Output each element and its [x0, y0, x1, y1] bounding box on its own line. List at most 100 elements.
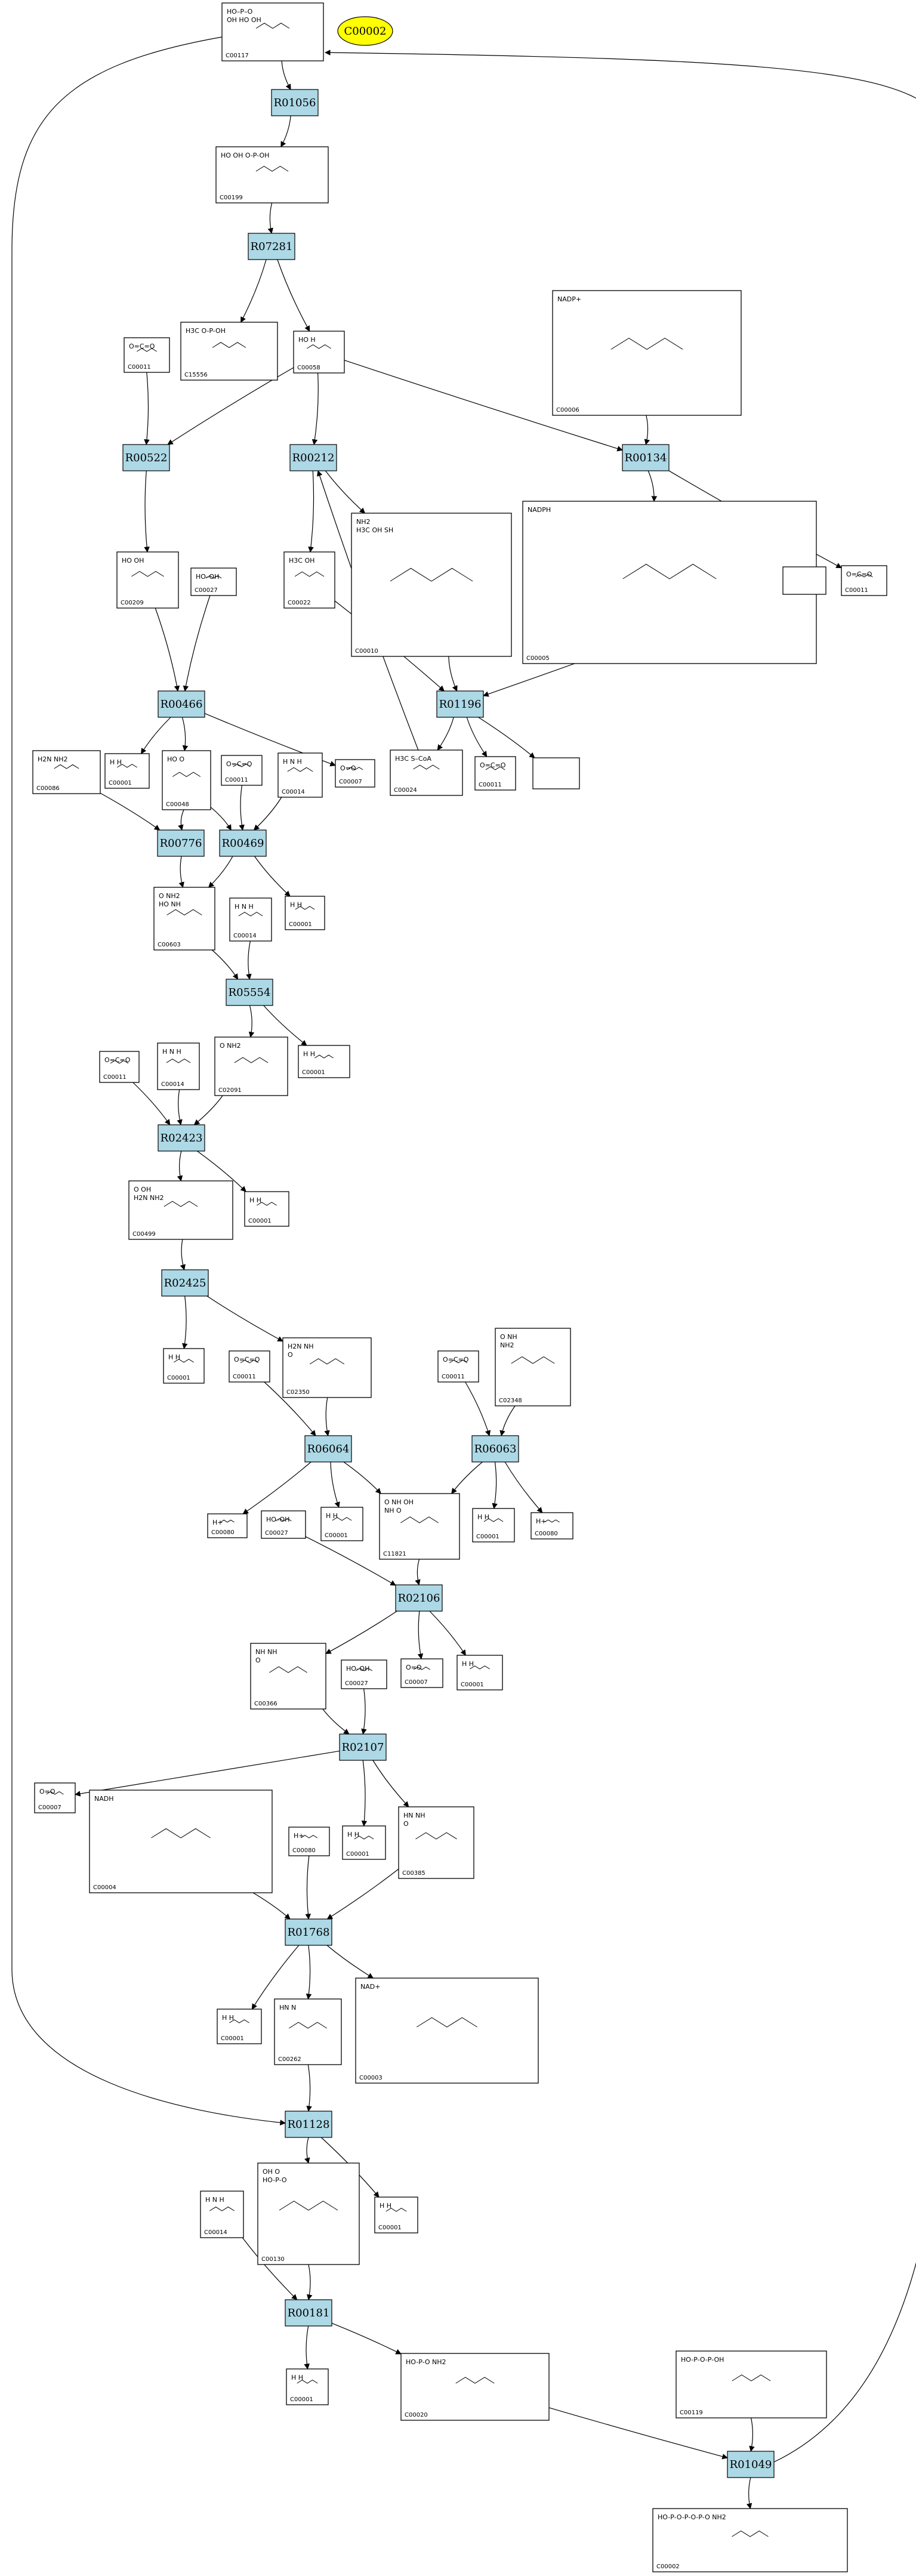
compound-box[interactable]: [221, 2, 324, 61]
reaction-box[interactable]: [304, 1435, 352, 1463]
compound-c00006_a[interactable]: NADP+C00006: [552, 290, 742, 416]
compound-box[interactable]: [342, 1825, 386, 1860]
reaction-R00466[interactable]: R00466: [158, 690, 205, 718]
reaction-R02107[interactable]: R02107: [339, 1733, 387, 1761]
compound-box[interactable]: [652, 2508, 848, 2572]
compound-box[interactable]: [200, 2191, 244, 2238]
compound-box[interactable]: [261, 1510, 306, 1539]
compound-box[interactable]: [532, 757, 580, 789]
reaction-R01128[interactable]: R01128: [285, 2111, 332, 2138]
compound-box[interactable]: [250, 1643, 326, 1710]
reaction-R01196[interactable]: R01196: [436, 690, 484, 718]
compound-box[interactable]: [457, 1655, 503, 1690]
reaction-box[interactable]: [122, 444, 170, 471]
compound-box[interactable]: [229, 1350, 270, 1383]
reaction-box[interactable]: [471, 1435, 519, 1463]
compound-box[interactable]: [379, 1493, 460, 1560]
reaction-R00134[interactable]: R00134: [622, 444, 670, 471]
compound-box[interactable]: [116, 551, 179, 609]
reaction-R00469[interactable]: R00469: [219, 829, 267, 857]
compound-box[interactable]: [32, 750, 101, 794]
compound-box[interactable]: [128, 1180, 233, 1240]
compound-c00080_b[interactable]: H+C00080: [531, 1512, 573, 1540]
compound-box[interactable]: [153, 887, 215, 951]
compound-box[interactable]: [320, 1507, 363, 1541]
reaction-box[interactable]: [436, 690, 484, 718]
compound-box[interactable]: [162, 750, 211, 810]
compound-box[interactable]: [89, 1790, 273, 1893]
compound-box[interactable]: [341, 1659, 387, 1689]
compound-box[interactable]: [157, 1042, 200, 1090]
reaction-box[interactable]: [158, 690, 205, 718]
compound-box[interactable]: [400, 2353, 550, 2421]
compound-box[interactable]: [351, 513, 512, 657]
compound-box[interactable]: [531, 1512, 573, 1540]
compound-box[interactable]: [190, 567, 237, 596]
reaction-box[interactable]: [289, 444, 337, 471]
reaction-R05554[interactable]: R05554: [226, 979, 273, 1006]
compound-box[interactable]: [286, 2368, 329, 2405]
reaction-box[interactable]: [622, 444, 670, 471]
compound-box[interactable]: [472, 1508, 515, 1542]
compound-box[interactable]: [288, 1827, 330, 1856]
compound-c00080_c[interactable]: H+C00080: [288, 1827, 330, 1856]
reaction-R01768[interactable]: R01768: [285, 1918, 332, 1946]
reaction-box[interactable]: [285, 2111, 332, 2138]
compound-box[interactable]: [244, 1191, 289, 1227]
compound-box[interactable]: [282, 1337, 372, 1398]
reaction-R06064[interactable]: R06064: [304, 1435, 352, 1463]
compound-box[interactable]: [214, 1036, 288, 1096]
reaction-R00212[interactable]: R00212: [289, 444, 337, 471]
compound-box[interactable]: [298, 1045, 350, 1078]
reaction-R00776[interactable]: R00776: [157, 829, 205, 857]
compound-box[interactable]: [522, 501, 817, 664]
compound-box[interactable]: [229, 897, 272, 942]
compound-empty_a[interactable]: [782, 566, 826, 595]
compound-box[interactable]: [398, 1806, 474, 1879]
reaction-R00522[interactable]: R00522: [122, 444, 170, 471]
compound-box[interactable]: [163, 1348, 205, 1384]
compound-box[interactable]: [277, 752, 323, 798]
title-ellipse[interactable]: [337, 16, 393, 46]
reaction-R06063[interactable]: R06063: [471, 1435, 519, 1463]
reaction-box[interactable]: [219, 829, 267, 857]
reaction-box[interactable]: [158, 1124, 205, 1152]
compound-c00003[interactable]: NAD+C00003: [355, 1977, 539, 2084]
compound-box[interactable]: [676, 2350, 827, 2418]
compound-box[interactable]: [293, 331, 345, 374]
compound-box[interactable]: [207, 1513, 248, 1538]
compound-box[interactable]: [841, 565, 887, 596]
compound-box[interactable]: [552, 290, 742, 416]
compound-box[interactable]: [221, 755, 263, 786]
